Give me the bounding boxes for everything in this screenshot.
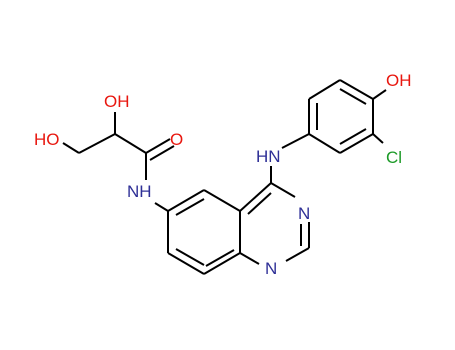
bond-calpha-cbeta [78,133,116,154]
bond-nh-c1prime [281,133,310,149]
atom-oh-phenol: OH [386,71,412,90]
bond-c5-c6-double [175,198,205,216]
bond-c4a-c4 [239,182,272,212]
bond-carbonyl-calpha [114,133,147,154]
bond-c8-c8a [203,252,241,275]
bond-c8-c8a-double [205,249,235,267]
atom-n3: N [298,204,310,223]
bond-cbeta-oh [62,142,80,154]
bond-carbonyl-o [145,138,171,154]
bond-c6p-c1p [308,133,341,154]
bond-c3p-c4p-double [339,88,367,105]
atom-oh-secondary: OH [104,92,130,111]
bond-c2-n1 [285,247,310,262]
atom-nh-amide: NH [127,182,152,201]
atom-nh-aniline: HN [256,147,281,166]
bond-c5p-c6p-double [339,128,367,145]
atom-n1: N [265,259,277,278]
bond-c4-n3 [270,182,296,198]
bond-c7-c8 [167,252,205,275]
bond-carbonyl-o-double [149,145,175,161]
bond-n1-c8a [239,252,260,265]
bond-c4a-c4-double [247,192,272,215]
atom-o-carbonyl: O [170,130,183,149]
bond-c6-nh [154,202,169,212]
bond-c7-c8-double [175,248,205,266]
bond-c2p-c3p [308,79,341,100]
bond-c4p-oh [372,89,387,100]
bond-c5p-cl [372,133,384,144]
atom-cl: Cl [386,148,402,167]
bond-c5-c6 [167,189,205,212]
bond-c3p-c4p [339,79,374,100]
bond-c5p-c6p [339,133,374,154]
atom-oh-primary: HO [34,130,60,149]
bond-c4a-c5 [203,189,241,212]
